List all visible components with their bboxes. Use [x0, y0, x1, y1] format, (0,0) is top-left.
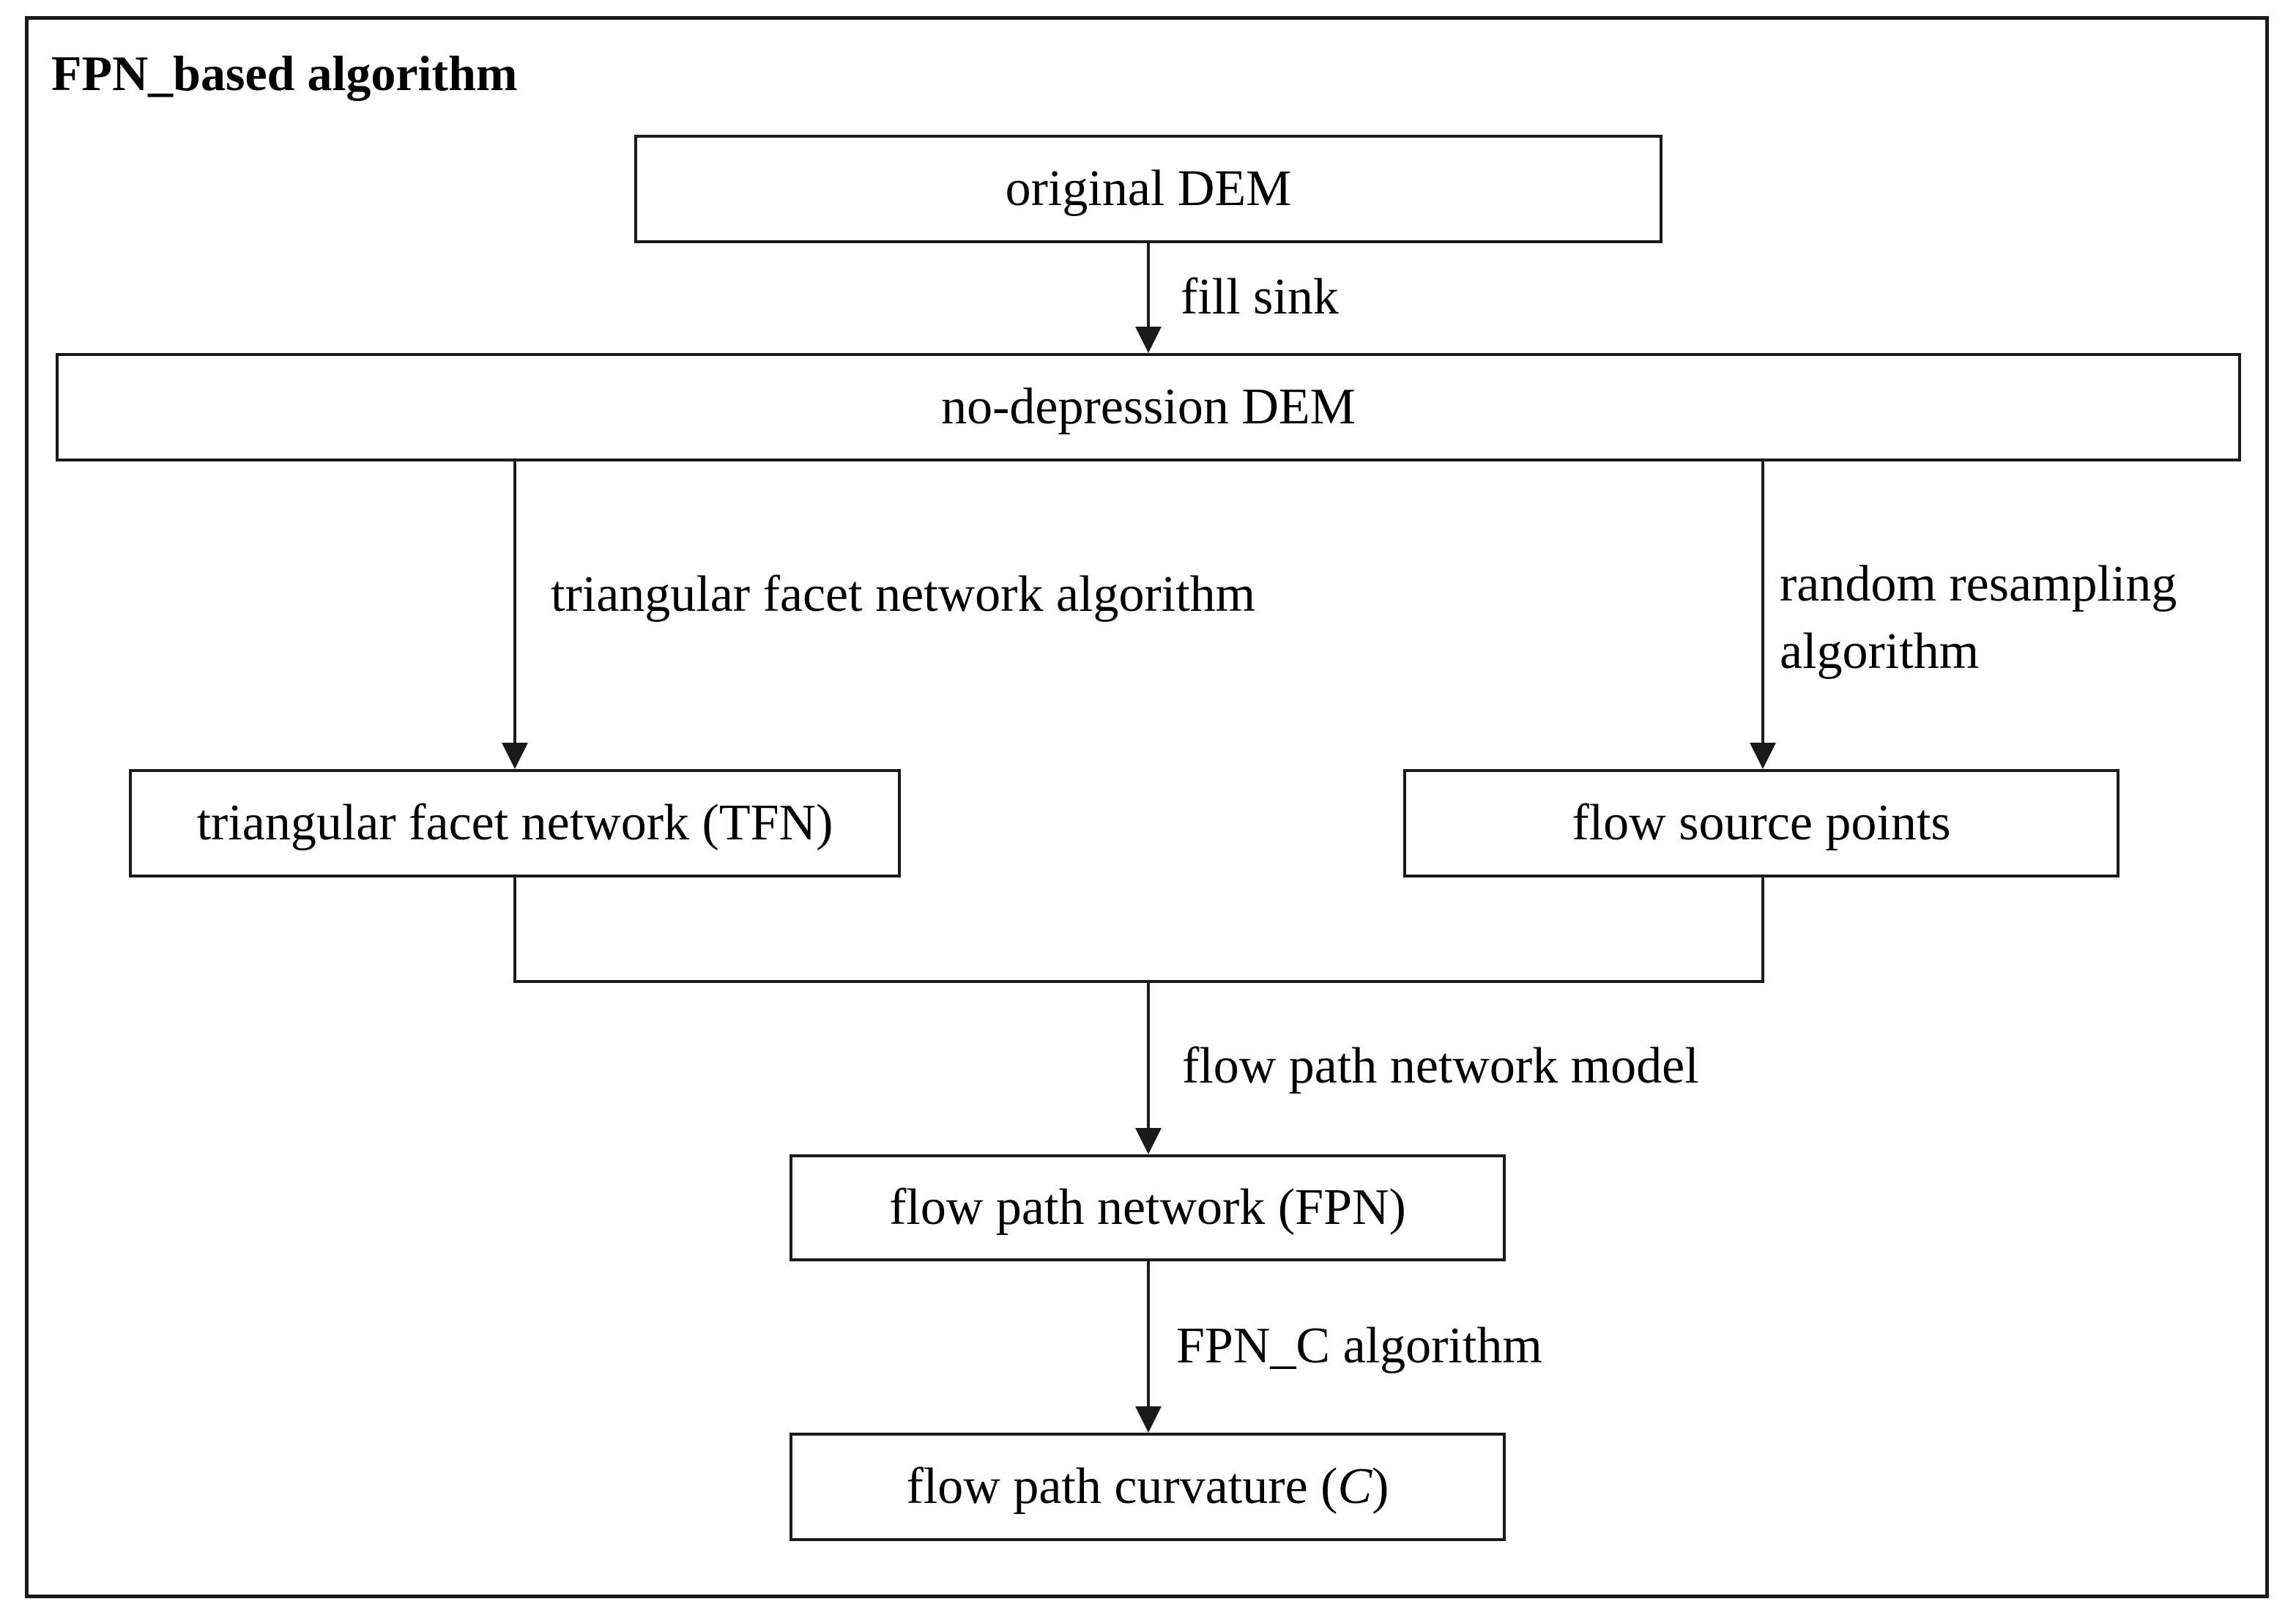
node-flow-source-points: flow source points	[1403, 769, 2119, 877]
node-no-depression-dem-label: no-depression DEM	[941, 379, 1356, 435]
node-flow-source-points-label: flow source points	[1572, 795, 1951, 851]
edge-label-fill-sink: fill sink	[1181, 269, 1339, 325]
node-tfn-label: triangular facet network (TFN)	[196, 795, 833, 851]
node-curvature-suffix: )	[1372, 1458, 1389, 1515]
node-fpn: flow path network (FPN)	[790, 1154, 1506, 1261]
edge-label-random-resampling: random resampling algorithm	[1780, 556, 2177, 680]
node-curvature-label: flow path curvature (C)	[907, 1458, 1389, 1516]
edge-label-fpn-model: flow path network model	[1182, 1038, 1699, 1094]
node-original-dem: original DEM	[634, 135, 1662, 243]
node-original-dem-label: original DEM	[1005, 160, 1292, 217]
node-curvature-prefix: flow path curvature (	[906, 1458, 1338, 1515]
edge-label-fpn-c-algorithm: FPN_C algorithm	[1176, 1318, 1542, 1374]
node-curvature: flow path curvature (C)	[790, 1433, 1506, 1541]
node-no-depression-dem: no-depression DEM	[56, 353, 2241, 461]
diagram-frame	[25, 16, 2269, 1598]
diagram-title: FPN_based algorithm	[51, 45, 518, 101]
node-curvature-symbol: C	[1337, 1458, 1372, 1515]
edge-label-tfn-algorithm: triangular facet network algorithm	[551, 566, 1256, 623]
node-tfn: triangular facet network (TFN)	[129, 769, 901, 877]
node-fpn-label: flow path network (FPN)	[889, 1179, 1406, 1236]
